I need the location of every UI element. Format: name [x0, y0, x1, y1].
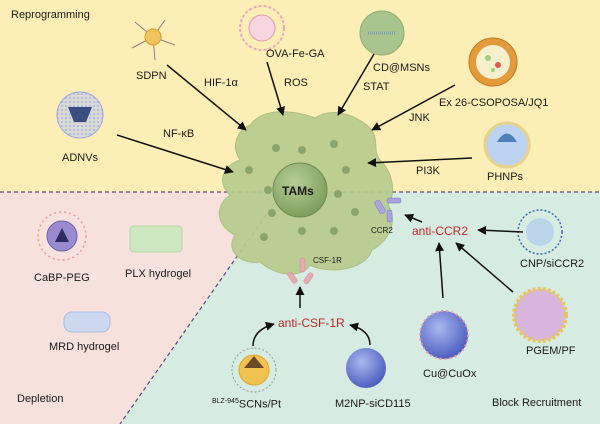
agent-pgem-pf-label: PGEM/PF [526, 345, 576, 357]
sdpn-icon [131, 19, 176, 61]
agent-cnp-siccr2-label: CNP/siCCR2 [520, 258, 585, 270]
arrow-blz [252, 321, 275, 347]
nucleus [272, 162, 328, 218]
pathway-jnk-label: JNK [409, 112, 430, 124]
m2np-sicd115-icon [346, 348, 386, 388]
region-label-reprogramming: Reprogramming [11, 9, 90, 21]
arrow-cnp [477, 225, 524, 235]
agent-cdmsns-label: CD@MSNs [373, 62, 430, 74]
anti-ccr2-label: anti-CCR2 [412, 224, 469, 238]
ex26-csoposa-jq1-icon [468, 37, 518, 87]
agent-sdpn-label: SDPN [136, 70, 167, 82]
arrow-cu [435, 242, 445, 299]
agent-ova-label: OVA-Fe-GA [266, 48, 325, 60]
region-label-block-recruitment: Block Recruitment [492, 397, 582, 409]
cu-cuox-icon [419, 310, 469, 360]
phnps-icon [483, 121, 531, 169]
anti-csf1r-label: anti-CSF-1R [278, 316, 345, 330]
agent-m2np-label: M2NP-siCD115 [335, 398, 411, 410]
arrow-ex26 [371, 84, 456, 131]
agent-adnvs-label: ADNVs [62, 152, 99, 164]
arrow-phnps [367, 157, 473, 168]
agent-ex26-label: Ex 26-CSOPOSA/JQ1 [439, 97, 549, 109]
ova-fe-ga-icon [239, 5, 285, 51]
ccr2-label: CCR2 [371, 226, 393, 235]
arrow-ova [266, 61, 285, 116]
pathway-ros-label: ROS [284, 77, 308, 89]
agent-plx-hydrogel-label: PLX hydrogel [125, 268, 192, 280]
agent-cabp-peg-label: CaBP-PEG [34, 272, 90, 284]
arrows [116, 53, 524, 347]
arrow-pgem [455, 242, 514, 293]
tams-label: TAMs [282, 184, 314, 198]
csf1r-receptor-icon [287, 257, 314, 285]
cabp-peg-icon [37, 211, 87, 261]
blz945-scns-pt-icon [231, 347, 277, 393]
region-label-depletion: Depletion [17, 393, 64, 405]
plx-hydrogel-icon [129, 225, 183, 253]
adnvs-icon [56, 91, 104, 139]
divider-diagonal [119, 191, 283, 424]
pathway-pi3k-label: PI3K [416, 165, 440, 177]
csf1r-label: CSF-1R [313, 256, 342, 265]
arrow-anti-ccr2 [404, 213, 423, 223]
pathway-nfkb-label: NF-κB [163, 128, 195, 140]
arrow-sdpn [166, 64, 247, 131]
tam-cell [218, 111, 393, 275]
pathway-stat-label: STAT [363, 81, 390, 93]
depletion-region [0, 192, 282, 424]
arrow-m2np [349, 322, 371, 346]
arrow-cdmsns [337, 53, 375, 116]
blz945-prefix: BLZ-945 [212, 398, 239, 405]
agent-cu-cuox-label: Cu@CuOx [423, 368, 477, 380]
blz945-name: SCNs/Pt [238, 398, 282, 411]
pgem-pf-icon [512, 287, 568, 343]
arrow-adnvs [116, 134, 234, 174]
ccr2-receptor-icon [374, 197, 402, 223]
pathway-hif-label: HIF-1α [204, 77, 238, 89]
agent-phnps-label: PHNPs [487, 171, 524, 183]
agent-mrd-hydrogel-label: MRD hydrogel [49, 341, 120, 353]
mrd-hydrogel-icon [63, 311, 111, 333]
cd-msns-icon [359, 10, 405, 56]
agent-blz945-label: BLZ-945SCNs/Pt [212, 398, 281, 411]
